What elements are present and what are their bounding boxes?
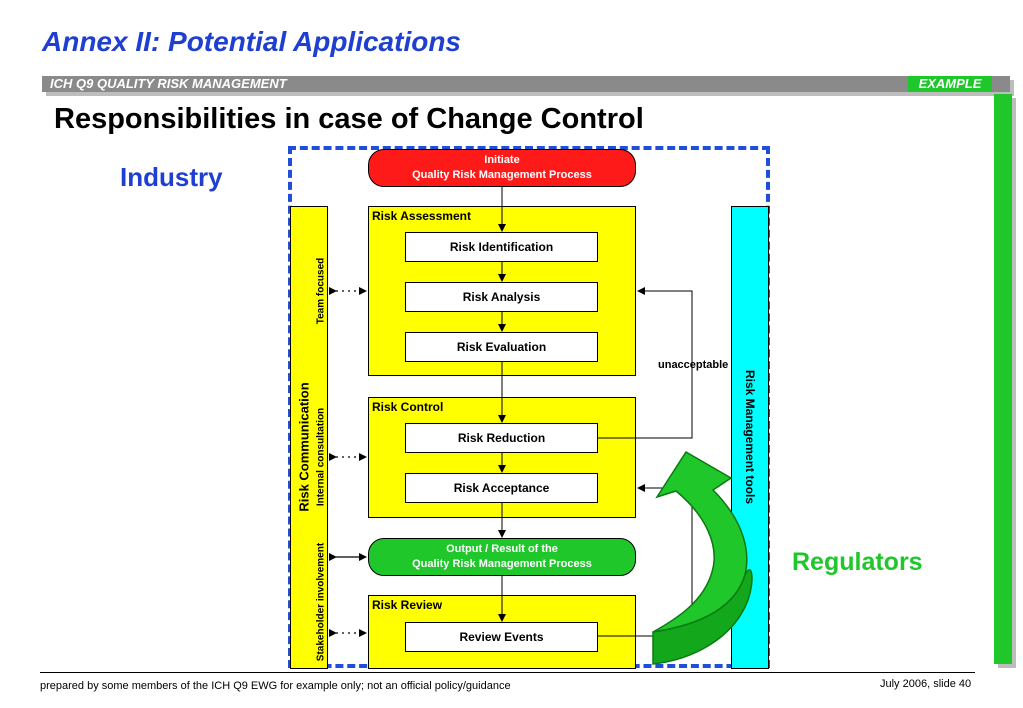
footer-divider <box>40 672 975 673</box>
initiate-process-pill: Initiate Quality Risk Management Process <box>368 149 636 187</box>
initiate-line2: Quality Risk Management Process <box>412 169 592 181</box>
slide-title: Annex II: Potential Applications <box>42 26 462 57</box>
slide-subtitle: Responsibilities in case of Change Contr… <box>54 103 644 135</box>
risk-reduction-step: Risk Reduction <box>405 423 598 453</box>
initiate-line1: Initiate <box>484 154 520 166</box>
risk-review-label: Risk Review <box>372 598 443 612</box>
regulators-label: Regulators <box>792 548 923 576</box>
regulators-curved-arrow <box>652 450 753 665</box>
footer-disclaimer: prepared by some members of the ICH Q9 E… <box>40 680 511 692</box>
output-line2: Quality Risk Management Process <box>412 558 592 570</box>
side-bar <box>994 94 1012 664</box>
risk-communication-column: Risk Communication Team focused Internal… <box>290 206 328 669</box>
risk-evaluation-step: Risk Evaluation <box>405 332 598 362</box>
risk-identification-step: Risk Identification <box>405 232 598 262</box>
output-line1: Output / Result of the <box>446 543 558 555</box>
risk-analysis-step: Risk Analysis <box>405 282 598 312</box>
output-result-pill: Output / Result of the Quality Risk Mana… <box>368 538 636 576</box>
risk-control-label: Risk Control <box>372 400 444 414</box>
banner-text: ICH Q9 QUALITY RISK MANAGEMENT <box>50 76 287 91</box>
header-banner <box>42 76 1010 92</box>
example-badge: EXAMPLE <box>908 76 992 92</box>
unacceptable-label: unacceptable <box>658 359 729 371</box>
footer-slide-info: July 2006, slide 40 <box>880 678 972 690</box>
communication-arrows <box>329 287 367 637</box>
industry-label: Industry <box>120 162 223 192</box>
risk-acceptance-step: Risk Acceptance <box>405 473 598 503</box>
review-events-step: Review Events <box>405 622 598 652</box>
risk-assessment-label: Risk Assessment <box>372 209 471 223</box>
